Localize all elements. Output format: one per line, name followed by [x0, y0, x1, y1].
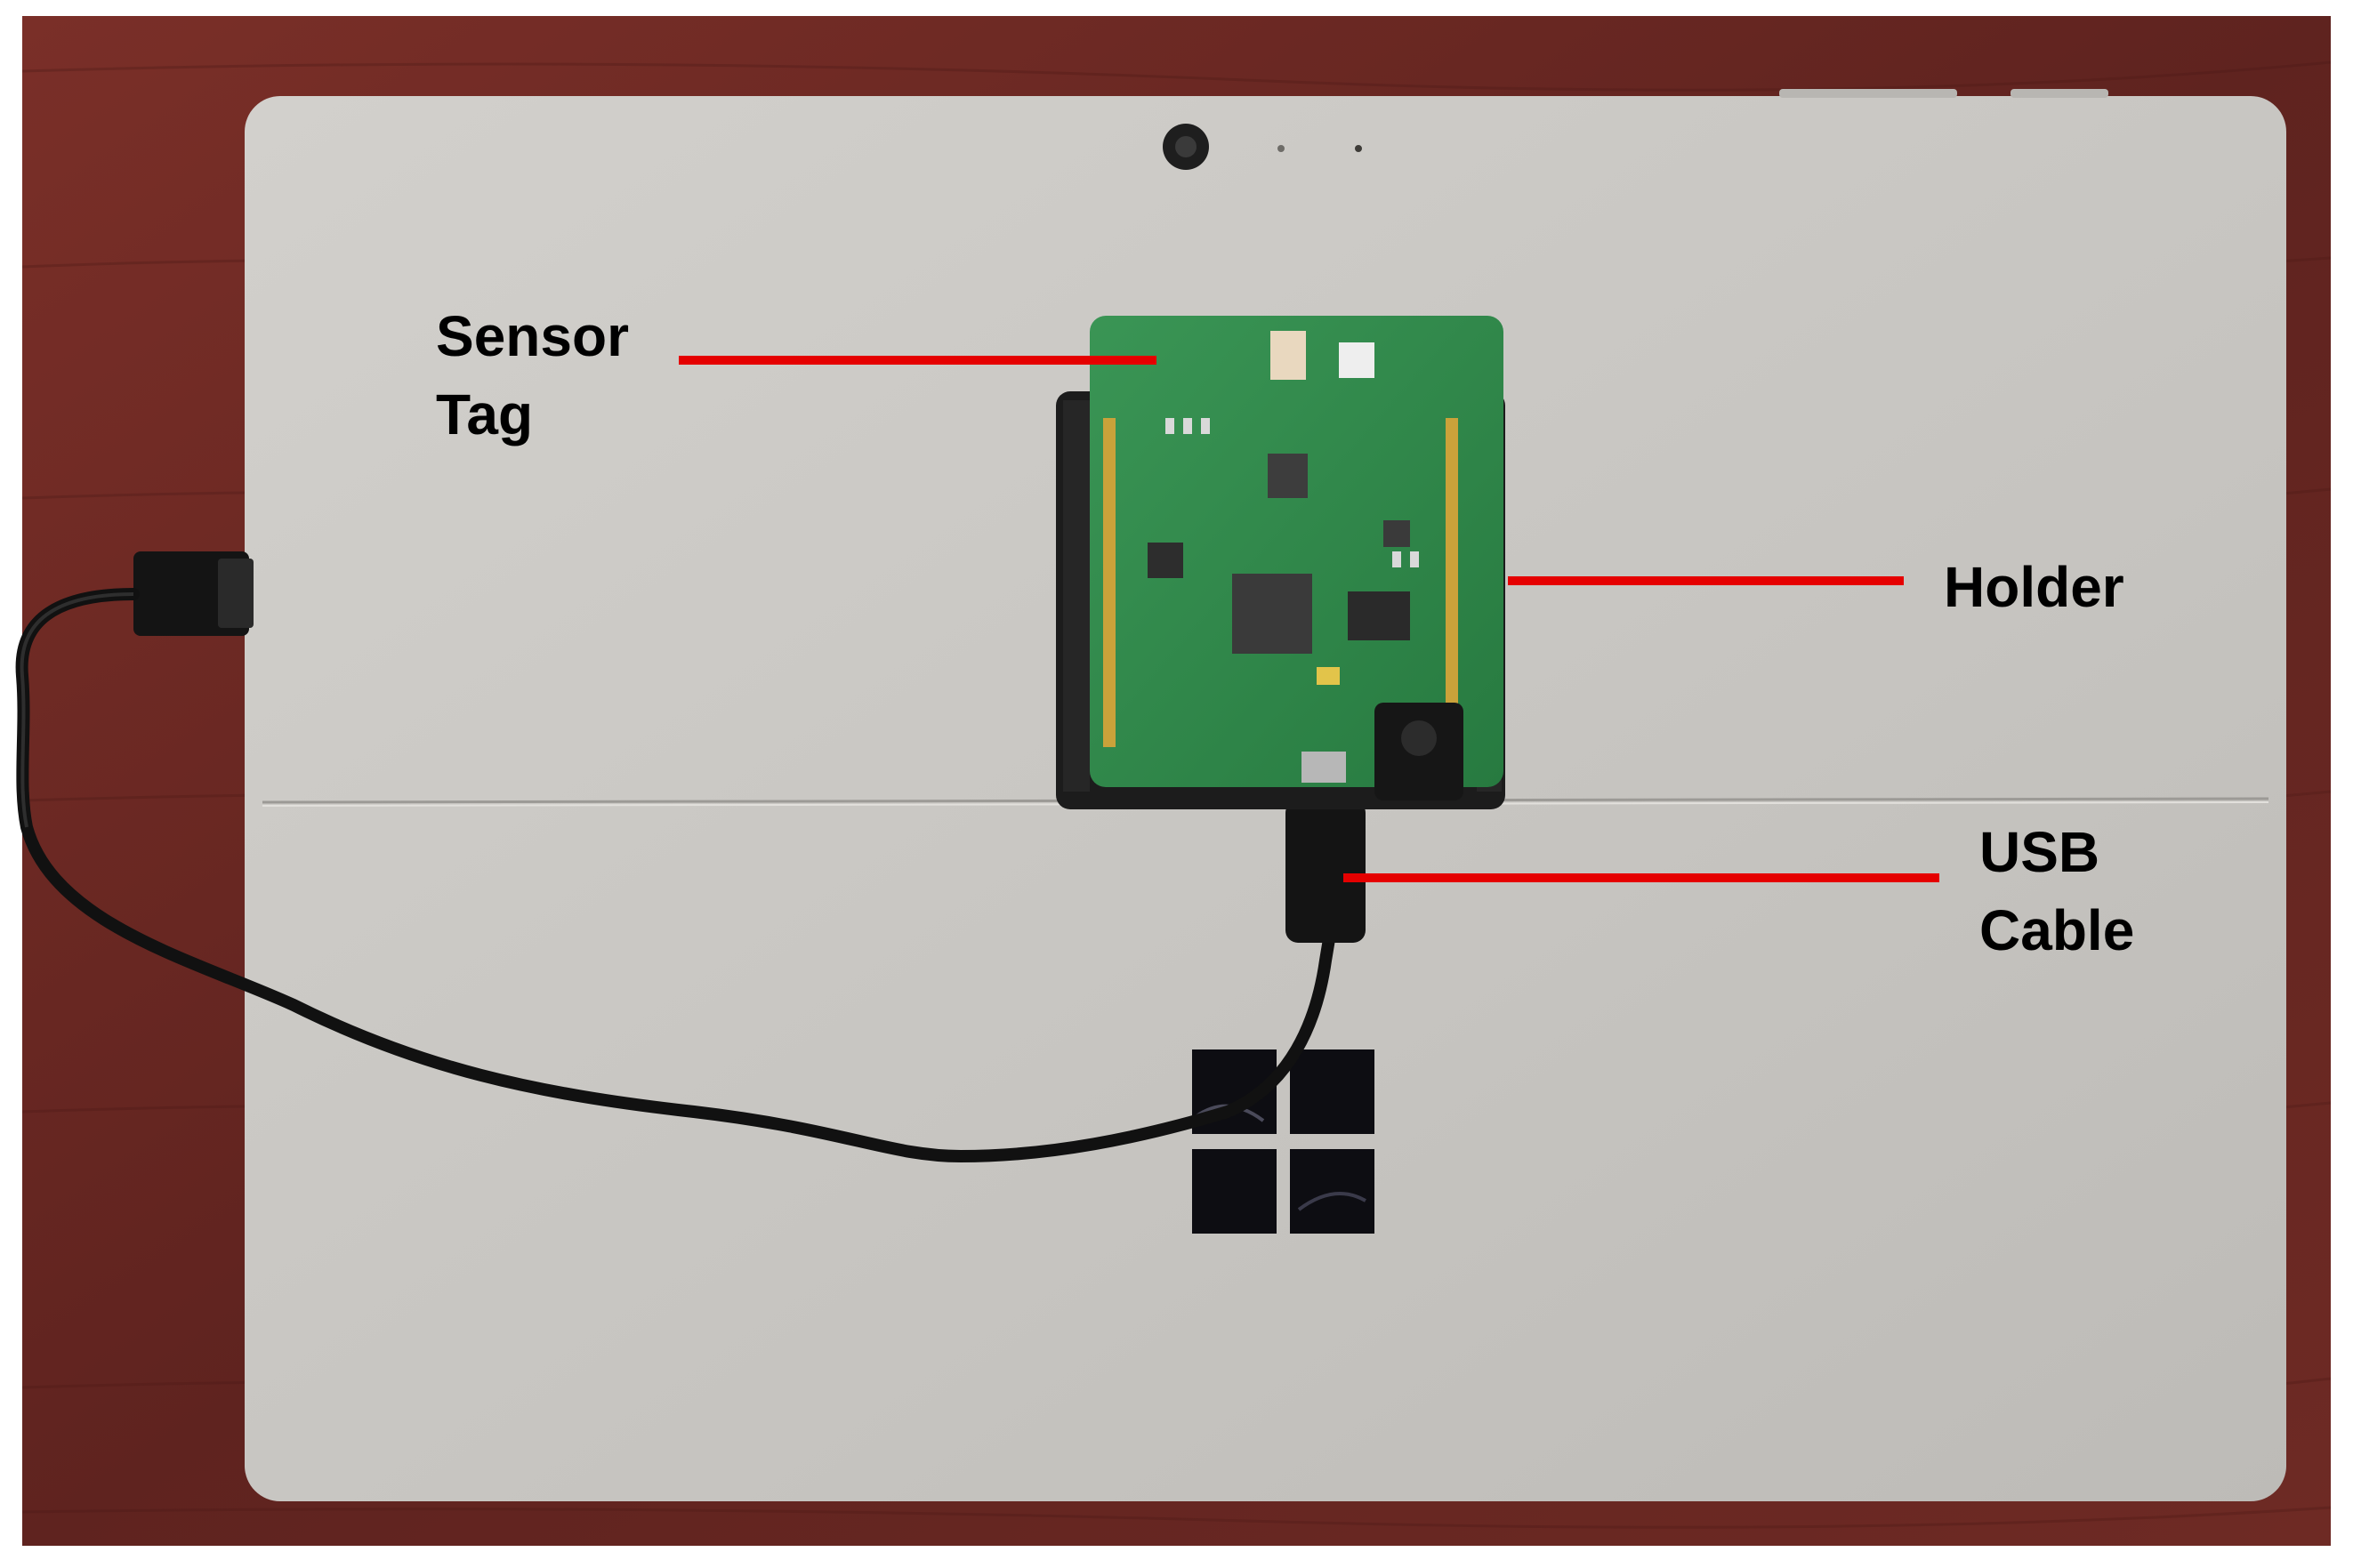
usb-cable-label-line2: Cable [1979, 898, 2135, 962]
sensor-tag-label-line2: Tag [436, 382, 534, 446]
usb-cable-label: USB Cable [1979, 813, 2134, 969]
usb-cable [15, 551, 1366, 1163]
windows-logo [1192, 1049, 1374, 1234]
sensor-tag-board [1090, 316, 1503, 800]
usb-cable-label-line1: USB [1979, 820, 2100, 884]
holder-label-line1: Holder [1944, 555, 2124, 619]
holder-label: Holder [1944, 548, 2124, 626]
leader-lines [679, 356, 1939, 882]
sensor-tag-label-line1: Sensor [436, 304, 629, 368]
sensor-tag-label: Sensor Tag [436, 297, 629, 454]
camera-icon [1163, 124, 1362, 170]
